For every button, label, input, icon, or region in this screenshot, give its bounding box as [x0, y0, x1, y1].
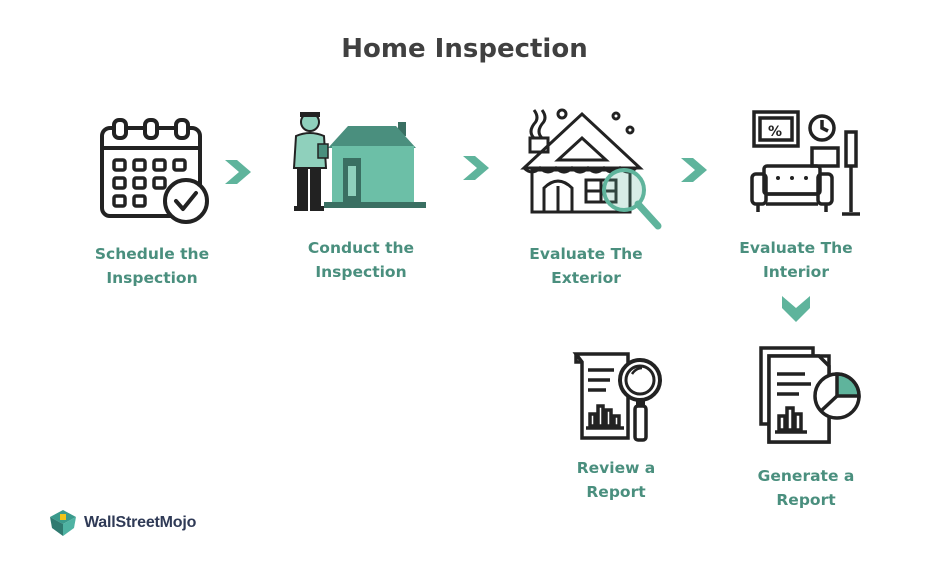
- inspector-house-icon: [292, 112, 426, 211]
- report-chart-icon: [759, 346, 861, 444]
- chevron-right-icon: [681, 158, 707, 182]
- diagram-title: Home Inspection: [341, 34, 588, 64]
- chevron-right-icon: [463, 156, 489, 180]
- report-magnifier-icon: [572, 352, 662, 442]
- svg-text:%: %: [768, 124, 782, 140]
- calendar-check-icon: [100, 118, 209, 224]
- house-magnifier-icon: [520, 108, 662, 230]
- chevron-right-icon: [225, 160, 251, 184]
- chevron-down-icon: [782, 296, 810, 322]
- living-room-icon: %: [750, 110, 860, 216]
- wallstreetmojo-logo: WallStreetMojo: [48, 508, 196, 538]
- logo-text: WallStreetMojo: [84, 514, 197, 531]
- logo-icon: [50, 510, 76, 536]
